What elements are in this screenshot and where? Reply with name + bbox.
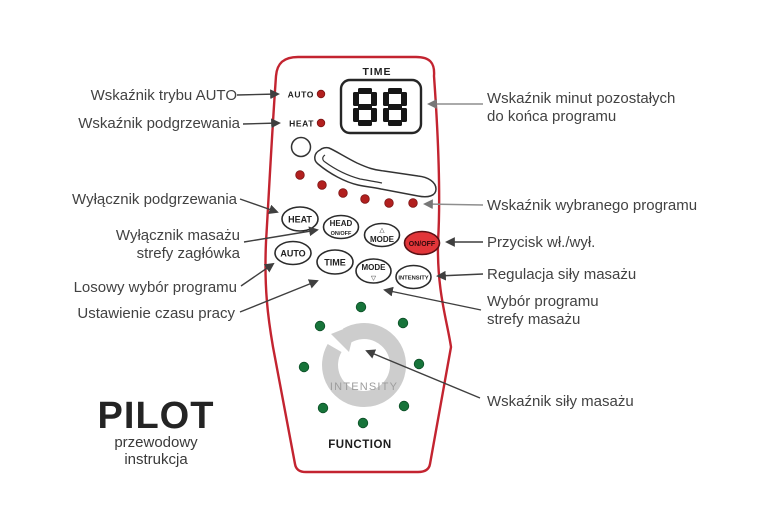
bed-head-circle xyxy=(290,136,312,158)
intensity-button[interactable]: INTENSITY xyxy=(395,264,432,290)
callout-minutes-remaining: Wskaźnik minut pozostałych do końca prog… xyxy=(487,90,676,126)
swirl-arrowhead xyxy=(331,324,356,352)
display-frame xyxy=(339,78,423,135)
program-led xyxy=(360,194,370,204)
mode-down-button[interactable]: MODE ▽ xyxy=(355,258,392,284)
time-display: TIME xyxy=(339,66,423,135)
line-auto-indicator xyxy=(236,89,280,100)
line-intensity-button xyxy=(436,270,484,281)
heat-indicator-label: HEAT xyxy=(289,119,314,129)
heat-indicator-led xyxy=(316,118,326,128)
page-title: PILOT xyxy=(97,395,215,437)
swirl-arc xyxy=(322,323,407,408)
svg-text:ON/OFF: ON/OFF xyxy=(409,241,436,248)
mode-up-button[interactable]: △ MODE xyxy=(363,222,401,248)
callout-auto-mode: Wskaźnik trybu AUTO xyxy=(90,87,237,104)
callout-on-off: Przycisk wł./wył. xyxy=(487,234,596,251)
heat-indicator: HEAT xyxy=(289,118,326,129)
intensity-led xyxy=(357,417,369,429)
heat-button[interactable]: HEAT xyxy=(281,206,319,232)
line-auto-button xyxy=(240,262,275,287)
line-head-button xyxy=(243,226,319,243)
time-label: TIME xyxy=(362,66,391,78)
auto-indicator-led xyxy=(316,89,326,99)
on-off-button[interactable]: ON/OFF xyxy=(403,230,441,256)
program-indicator-leds xyxy=(295,170,418,208)
auto-indicator-label: AUTO xyxy=(288,90,314,100)
program-led xyxy=(384,198,394,208)
line-intensity-leds xyxy=(365,349,481,399)
callout-heating: Wskaźnik podgrzewania xyxy=(78,115,240,132)
svg-text:AUTO: AUTO xyxy=(280,249,305,259)
page-subtitle-1: przewodowy xyxy=(114,434,198,451)
intensity-leds xyxy=(298,301,425,429)
program-led xyxy=(295,170,305,180)
callout-massage-strength: Regulacja siły masażu xyxy=(487,266,637,283)
line-mode-down-button xyxy=(383,286,482,311)
svg-text:△: △ xyxy=(380,227,386,234)
line-heat-indicator xyxy=(242,118,281,129)
bed-body-outline xyxy=(314,146,437,198)
intensity-led xyxy=(317,402,329,414)
svg-text:▽: ▽ xyxy=(371,275,377,282)
line-time-button xyxy=(239,279,319,313)
seven-segment-digits xyxy=(353,88,407,126)
callout-zone-program: Wybór programu strefy masażu xyxy=(487,293,599,329)
line-heat-button xyxy=(239,198,279,215)
svg-text:ON/OFF: ON/OFF xyxy=(331,231,352,237)
callout-strength-indicator: Wskaźnik siły masażu xyxy=(487,393,634,410)
svg-text:MODE: MODE xyxy=(362,263,387,272)
bed-inner-line xyxy=(322,154,383,184)
callout-selected-program: Wskaźnik wybranego programu xyxy=(487,197,698,214)
page-subtitle-2: instrukcja xyxy=(124,450,188,468)
svg-text:INTENSITY: INTENSITY xyxy=(398,276,428,282)
intensity-led xyxy=(314,320,326,332)
callout-heat-switch: Wyłącznik podgrzewania xyxy=(72,191,237,208)
program-led xyxy=(317,180,327,190)
head-on-off-button[interactable]: HEAD ON/OFF xyxy=(322,214,360,240)
intensity-led xyxy=(398,400,410,412)
intensity-led xyxy=(298,361,310,373)
program-led xyxy=(408,198,418,208)
function-label: FUNCTION xyxy=(328,439,391,451)
line-program-leds xyxy=(423,199,484,210)
auto-indicator: AUTO xyxy=(288,89,326,100)
callout-head-massage: Wyłącznik masażu strefy zagłówka xyxy=(115,227,240,263)
svg-text:HEAT: HEAT xyxy=(288,215,312,225)
callout-lines xyxy=(236,89,484,399)
callout-time-setting: Ustawienie czasu pracy xyxy=(77,305,235,322)
callout-random-program: Losowy wybór programu xyxy=(73,279,237,296)
svg-text:TIME: TIME xyxy=(324,258,346,268)
title-block: PILOT przewodowy instrukcja xyxy=(88,397,224,468)
program-led xyxy=(338,188,348,198)
intensity-swirl-label: INTENSITY xyxy=(330,381,398,393)
intensity-led xyxy=(355,301,367,313)
auto-button[interactable]: AUTO xyxy=(274,240,312,266)
massage-bed-icon xyxy=(290,136,437,198)
time-button[interactable]: TIME xyxy=(316,249,354,275)
svg-text:MODE: MODE xyxy=(370,235,395,244)
intensity-led xyxy=(413,358,425,370)
svg-text:HEAD: HEAD xyxy=(330,219,353,228)
intensity-swirl-icon: INTENSITY xyxy=(322,323,407,408)
intensity-led xyxy=(397,317,409,329)
